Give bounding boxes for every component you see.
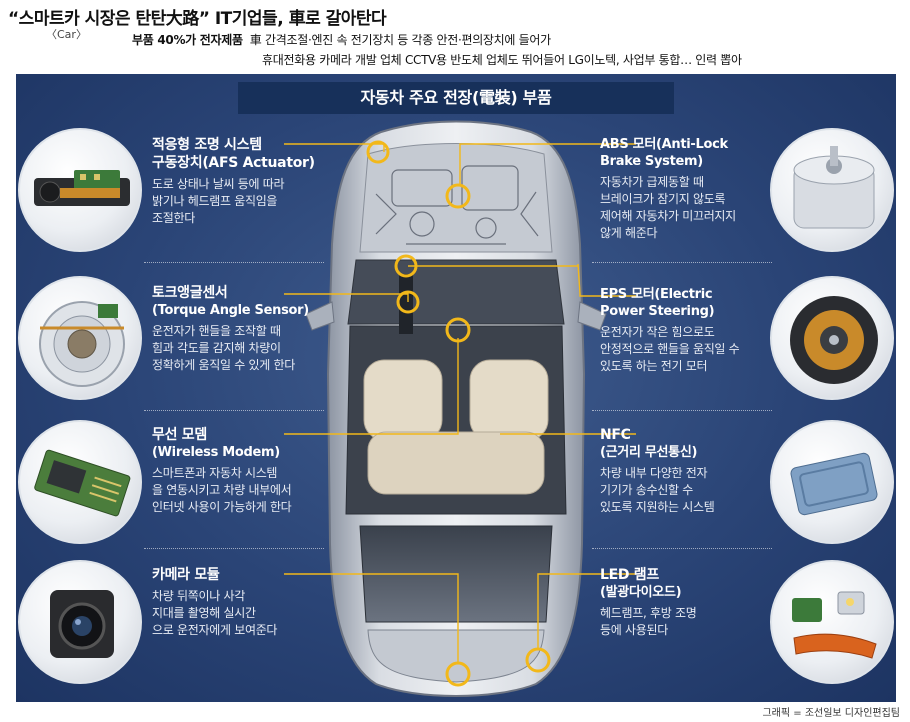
- desc-line: 조절한다: [152, 211, 195, 225]
- nfc-module-photo: [770, 420, 894, 544]
- part-description: 운전자가 핸들을 조작할 때 힘과 각도를 감지해 차량이 정확하게 움직일 수…: [152, 323, 309, 374]
- nfc-icon: [790, 452, 878, 516]
- separator-right-2: [592, 410, 772, 411]
- desc-line: 인터넷 사용이 가능하게 한다: [152, 500, 292, 514]
- subheadline-1: 부품 40%가 전자제품 車 간격조절·엔진 속 전기장치 등 각종 안전·편의…: [132, 31, 551, 48]
- separator-right-3: [592, 548, 772, 549]
- separator-left-2: [144, 410, 324, 411]
- part-description: 도로 상태나 날씨 등에 따라 밝기나 헤드램프 움직임을 조절한다: [152, 176, 315, 227]
- desc-line: 있도록 지원하는 시스템: [600, 500, 715, 514]
- headline: “스마트카 시장은 탄탄大路” IT기업들, 車로 갈아탄다: [8, 9, 387, 29]
- desc-line: 제어해 자동차가 미끄러지지: [600, 209, 736, 223]
- part-title: LED 램프: [600, 567, 659, 583]
- part-abs-motor: ABS 모터(Anti-Lock Brake System) 자동차가 급제동할…: [600, 136, 736, 242]
- desc-line: 브레이크가 잠기지 않도록: [600, 192, 726, 206]
- desc-line: 지대를 촬영해 실시간: [152, 606, 256, 620]
- subheadline-2: 휴대전화용 카메라 개발 업체 CCTV용 반도체 업체도 뛰어들어 LG이노텍…: [262, 53, 742, 67]
- desc-line: 안정적으로 핸들을 움직일 수: [600, 342, 740, 356]
- desc-line: 운전자가 작은 힘으로도: [600, 325, 715, 339]
- desc-line: 을 연동시키고 차량 내부에서: [152, 483, 292, 497]
- torque-angle-sensor-photo: [18, 276, 142, 400]
- desc-line: 차량 뒤쪽이나 사각: [152, 589, 245, 603]
- part-description: 차량 내부 다양한 전자 기기가 송수신할 수 있도록 지원하는 시스템: [600, 465, 715, 516]
- part-title: ABS 모터(Anti-Lock: [600, 137, 728, 152]
- part-camera-module: 카메라 모듈 차량 뒤쪽이나 사각 지대를 촬영해 실시간 으로 운전자에게 보…: [152, 566, 277, 639]
- part-subtitle: (발광다이오드): [600, 585, 682, 600]
- part-description: 운전자가 작은 힘으로도 안정적으로 핸들을 움직일 수 있도록 하는 전기 모…: [600, 324, 740, 375]
- desc-line: 기기가 송수신할 수: [600, 483, 693, 497]
- section-tag: 〈Car〉: [46, 28, 87, 41]
- abs-motor-photo: [770, 128, 894, 252]
- desc-line: 밝기나 헤드램프 움직임을: [152, 194, 278, 208]
- part-subtitle: 구동장치(AFS Actuator): [152, 155, 315, 171]
- separator-right-1: [592, 262, 772, 263]
- infographic-panel: 자동차 주요 전장(電裝) 부품: [16, 74, 896, 702]
- sensor-icon: [39, 301, 125, 387]
- subheadline-1-text: 車 간격조절·엔진 속 전기장치 등 각종 안전·편의장치에 들어가: [249, 33, 551, 47]
- actuator-icon: [34, 170, 130, 206]
- part-led-lamp: LED 램프 (발광다이오드) 헤드램프, 후방 조명 등에 사용된다: [600, 566, 697, 639]
- part-title: 무선 모뎀: [152, 427, 207, 443]
- part-wireless-modem: 무선 모뎀 (Wireless Modem) 스마트폰과 자동차 시스템 을 연…: [152, 426, 292, 516]
- part-description: 헤드램프, 후방 조명 등에 사용된다: [600, 605, 697, 639]
- desc-line: 않게 해준다: [600, 226, 658, 240]
- part-afs-actuator: 적응형 조명 시스템 구동장치(AFS Actuator) 도로 상태나 날씨 …: [152, 136, 315, 227]
- desc-line: 정확하게 움직일 수 있게 한다: [152, 358, 295, 372]
- desc-line: 힘과 각도를 감지해 차량이: [152, 341, 281, 355]
- desc-line: 헤드램프, 후방 조명: [600, 606, 697, 620]
- separator-left-3: [144, 548, 324, 549]
- part-title: 토크앵글센서: [152, 285, 228, 301]
- desc-line: 있도록 하는 전기 모터: [600, 359, 708, 373]
- banner-title: 자동차 주요 전장(電裝) 부품: [238, 82, 674, 114]
- part-description: 스마트폰과 자동차 시스템 을 연동시키고 차량 내부에서 인터넷 사용이 가능…: [152, 465, 292, 516]
- wireless-modem-photo: [18, 420, 142, 544]
- part-description: 차량 뒤쪽이나 사각 지대를 촬영해 실시간 으로 운전자에게 보여준다: [152, 588, 277, 639]
- eps-motor-photo: [770, 276, 894, 400]
- desc-line: 차량 내부 다양한 전자: [600, 466, 708, 480]
- desc-line: 스마트폰과 자동차 시스템: [152, 466, 278, 480]
- part-title: 적응형 조명 시스템: [152, 137, 262, 153]
- part-subtitle: (근거리 무선통신): [600, 445, 698, 460]
- part-subtitle: Brake System): [600, 154, 703, 169]
- camera-icon: [50, 590, 114, 658]
- camera-module-photo: [18, 560, 142, 684]
- part-subtitle: (Wireless Modem): [152, 445, 280, 460]
- desc-line: 도로 상태나 날씨 등에 따라: [152, 177, 285, 191]
- desc-line: 운전자가 핸들을 조작할 때: [152, 324, 281, 338]
- desc-line: 자동차가 급제동할 때: [600, 175, 704, 189]
- separator-left-1: [144, 262, 324, 263]
- part-title: NFC: [600, 427, 631, 443]
- car-illustration: [284, 120, 636, 697]
- part-torque-angle-sensor: 토크앵글센서 (Torque Angle Sensor) 운전자가 핸들을 조작…: [152, 284, 309, 374]
- subheadline-1-bold: 부품 40%가 전자제품: [132, 33, 243, 47]
- desc-line: 으로 운전자에게 보여준다: [152, 623, 278, 637]
- graphic-credit: 그래픽 = 조선일보 디자인편집팀: [762, 708, 900, 719]
- afs-actuator-photo: [18, 128, 142, 252]
- part-nfc: NFC (근거리 무선통신) 차량 내부 다양한 전자 기기가 송수신할 수 있…: [600, 426, 715, 516]
- part-subtitle: Power Steering): [600, 304, 715, 319]
- header: “스마트카 시장은 탄탄大路” IT기업들, 車로 갈아탄다 〈Car〉 부품 …: [0, 0, 910, 76]
- led-icon: [792, 591, 877, 659]
- modem-icon: [34, 449, 131, 517]
- motor-icon: [793, 146, 875, 229]
- part-description: 자동차가 급제동할 때 브레이크가 잠기지 않도록 제어해 자동차가 미끄러지지…: [600, 174, 736, 242]
- part-title: 카메라 모듈: [152, 567, 220, 583]
- part-subtitle: (Torque Angle Sensor): [152, 303, 309, 318]
- led-lamp-photo: [770, 560, 894, 684]
- motor-icon: [790, 296, 878, 384]
- part-title: EPS 모터(Electric: [600, 287, 713, 302]
- desc-line: 등에 사용된다: [600, 623, 668, 637]
- part-eps-motor: EPS 모터(Electric Power Steering) 운전자가 작은 …: [600, 286, 740, 375]
